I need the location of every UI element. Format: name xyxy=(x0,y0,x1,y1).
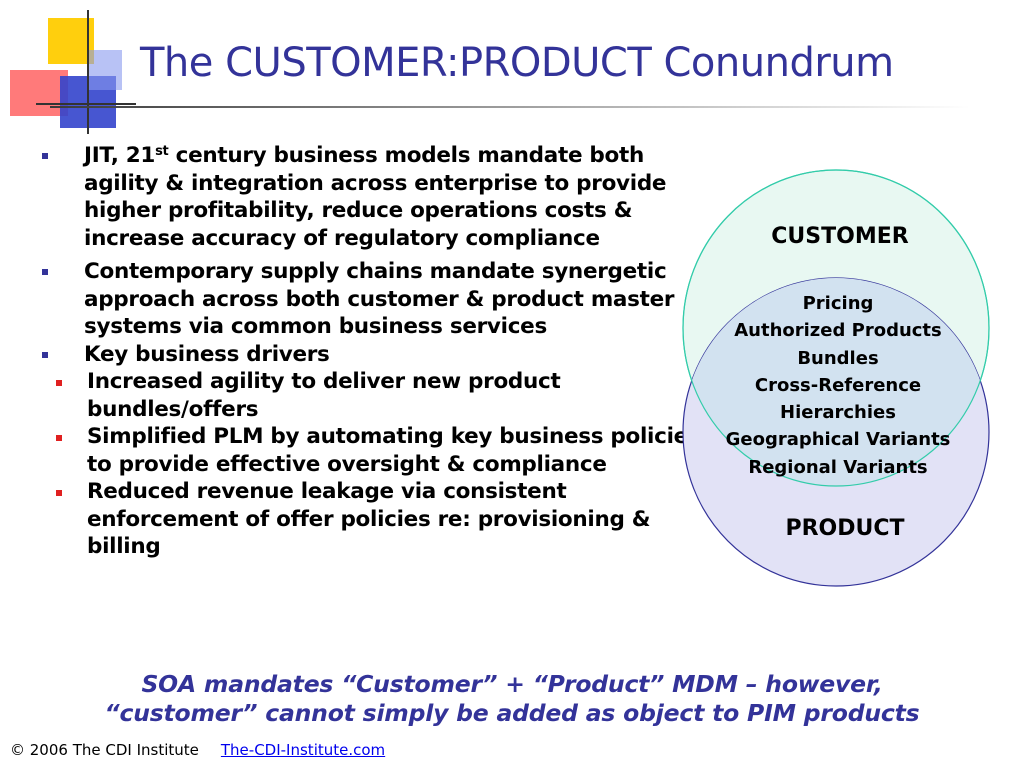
product-label: PRODUCT xyxy=(785,516,905,541)
overlap-item: Regional Variants xyxy=(748,456,928,478)
overlap-item: Cross-Reference xyxy=(754,374,922,396)
overlap-item: Geographical Variants xyxy=(725,429,951,451)
sub-bullet-text: Simplified PLM by automating key busines… xyxy=(87,424,701,477)
customer-circle-outline xyxy=(682,169,990,487)
sub-bullet-square-icon xyxy=(56,435,62,441)
ordinal-superscript: st xyxy=(155,144,169,159)
overlap-item: Authorized Products xyxy=(734,320,942,342)
title-underline xyxy=(50,106,970,108)
overlap-item: Hierarchies xyxy=(780,402,896,424)
venn-diagram xyxy=(682,169,990,587)
website-link[interactable]: The-CDI-Institute.com xyxy=(220,741,386,759)
sub-bullet-text: Reduced revenue leakage via consistent e… xyxy=(87,479,651,559)
customer-label: CUSTOMER xyxy=(771,224,909,249)
bullet-item-key-drivers: Key business drivers xyxy=(42,341,702,369)
sub-bullet-square-icon xyxy=(56,380,62,386)
overlap-region xyxy=(683,278,989,486)
copyright-text: © 2006 The CDI Institute xyxy=(10,741,199,759)
bullet-list: JIT, 21st century business models mandat… xyxy=(42,142,702,561)
tagline-line-2: “customer” cannot simply be added as obj… xyxy=(104,699,920,727)
overlap-item: Bundles xyxy=(797,347,879,369)
footer: © 2006 The CDI Institute The-CDI-Institut… xyxy=(10,741,385,759)
sub-bullet-square-icon xyxy=(56,490,62,496)
bullet-square-icon xyxy=(42,269,48,275)
bullet-text-rest: century business models mandate both agi… xyxy=(84,143,667,251)
overlap-item: Pricing xyxy=(802,293,874,314)
tagline: SOA mandates “Customer” + “Product” MDM … xyxy=(0,670,1024,728)
bullet-text: Contemporary supply chains mandate syner… xyxy=(84,259,675,339)
tagline-line-1: SOA mandates “Customer” + “Product” MDM … xyxy=(141,670,883,698)
sub-bullet-plm: Simplified PLM by automating key busines… xyxy=(0,423,702,478)
bullet-text-prefix: JIT, 21 xyxy=(84,143,156,168)
sub-bullet-text: Increased agility to deliver new product… xyxy=(87,369,561,422)
bullet-square-icon xyxy=(42,351,48,358)
bullet-square-icon xyxy=(42,153,48,159)
bullet-text: Key business drivers xyxy=(84,341,330,367)
sub-bullet-agility: Increased agility to deliver new product… xyxy=(0,368,702,423)
sub-bullet-revenue: Reduced revenue leakage via consistent e… xyxy=(0,478,702,561)
bullet-item-supply-chains: Contemporary supply chains mandate syner… xyxy=(42,258,702,341)
decorative-squares-logo xyxy=(10,10,136,134)
slide-title: The CUSTOMER:PRODUCT Conundrum xyxy=(140,40,894,86)
bullet-item-business-models: JIT, 21st century business models mandat… xyxy=(42,142,702,252)
